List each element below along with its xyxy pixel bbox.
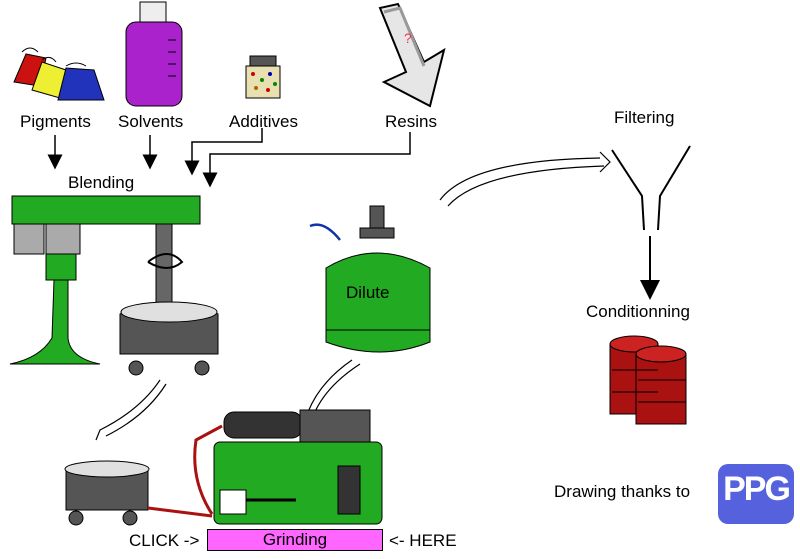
resins-arrow-icon xyxy=(378,2,446,108)
here-label: <- HERE xyxy=(389,531,457,550)
additives-icon xyxy=(245,55,281,99)
pigments-label: Pigments xyxy=(20,112,91,131)
resins-question-mark: ? xyxy=(404,30,412,46)
blending-machine xyxy=(9,195,219,376)
conditioning-label: Conditionning xyxy=(586,302,690,321)
dilute-tank xyxy=(325,205,431,353)
filter-funnel xyxy=(611,145,691,231)
ppg-logo-text: PPG xyxy=(723,470,791,508)
dilute-label: Dilute xyxy=(346,283,390,302)
solvents-icon xyxy=(125,1,183,107)
credit-label: Drawing thanks to xyxy=(554,482,691,501)
additives-label: Additives xyxy=(229,112,298,131)
small-pot xyxy=(64,460,150,526)
blending-label: Blending xyxy=(68,173,135,192)
click-label: CLICK -> xyxy=(129,531,200,550)
flow-arrows xyxy=(95,151,660,441)
resins-label: Resins xyxy=(385,112,437,131)
filtering-label: Filtering xyxy=(614,108,675,127)
ppg-logo: PPG xyxy=(718,464,794,524)
grinding-button[interactable]: Grinding xyxy=(207,529,383,551)
pigments-icon xyxy=(13,47,105,101)
grinding-mill xyxy=(147,409,383,525)
solvents-label: Solvents xyxy=(118,112,184,131)
conditioning-drums xyxy=(609,335,687,425)
ingredient-arrows xyxy=(47,128,411,188)
